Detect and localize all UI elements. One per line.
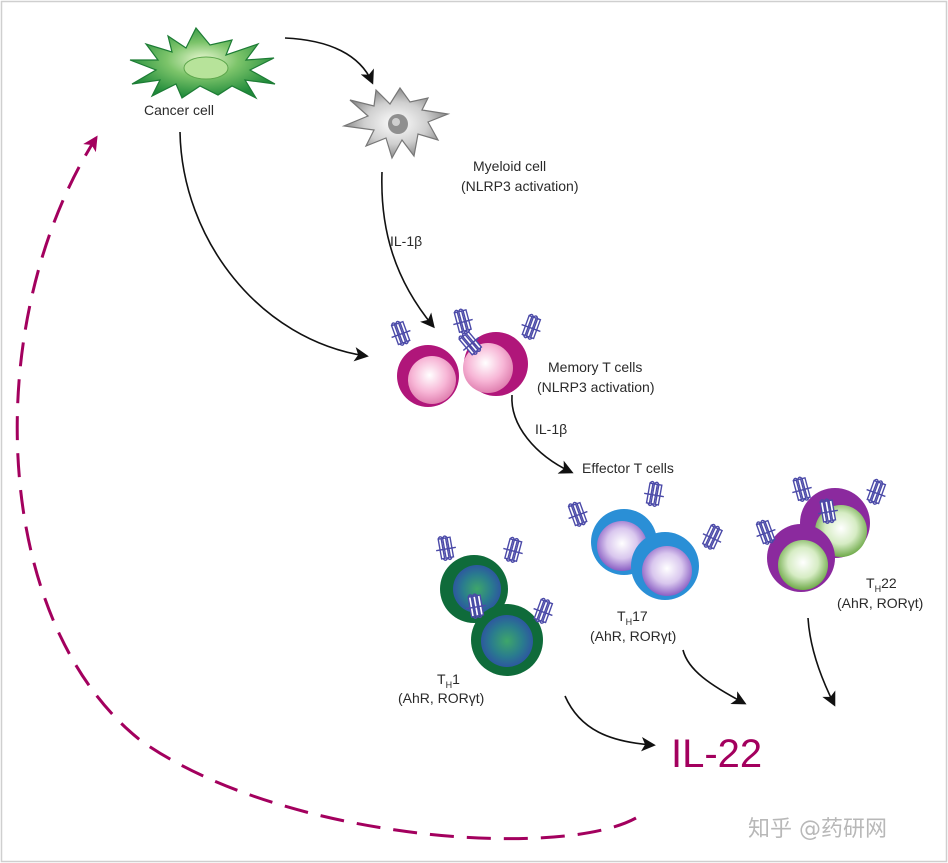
arrow-cancer-to-myeloid xyxy=(284,37,374,85)
arrow-th22-to-il22 xyxy=(807,617,836,707)
memory-detail-label: (NLRP3 activation) xyxy=(537,379,655,395)
memory-t-cells-label: Memory T cells xyxy=(548,359,642,375)
myeloid-cell-icon xyxy=(341,86,451,160)
arrow-myeloid-to-memory xyxy=(381,171,435,329)
cancer-cell-icon xyxy=(129,26,276,100)
th1-label: TH1 xyxy=(437,671,460,690)
arrow-memory-to-effector xyxy=(511,394,574,474)
th22-label: TH22 xyxy=(866,575,897,594)
il22-label: IL-22 xyxy=(671,732,762,776)
th1-cells-icon xyxy=(433,533,558,676)
th22-detail-label: (AhR, RORγt) xyxy=(837,595,923,611)
memory-t-cells-icon xyxy=(386,306,546,407)
watermark-text: 知乎 @药研网 xyxy=(748,817,887,842)
th17-cells-icon xyxy=(563,479,728,600)
th17-detail-label: (AhR, RORγt) xyxy=(590,628,676,644)
arrow-th1-to-il22 xyxy=(564,695,656,752)
il22-feedback-arrow xyxy=(15,135,637,841)
arrow-th17-to-il22 xyxy=(682,649,747,705)
effector-t-cells-label: Effector T cells xyxy=(582,460,674,476)
cancer-cell-label: Cancer cell xyxy=(144,102,214,118)
arrow-cancer-to-memory xyxy=(179,131,369,362)
th17-label: TH17 xyxy=(617,608,648,627)
th22-cells-icon xyxy=(751,474,891,592)
myeloid-detail-label: (NLRP3 activation) xyxy=(461,178,579,194)
il1b-label-1: IL-1β xyxy=(390,233,422,249)
myeloid-cell-label: Myeloid cell xyxy=(473,158,546,174)
il1b-label-2: IL-1β xyxy=(535,421,567,437)
th1-detail-label: (AhR, RORγt) xyxy=(398,690,484,706)
